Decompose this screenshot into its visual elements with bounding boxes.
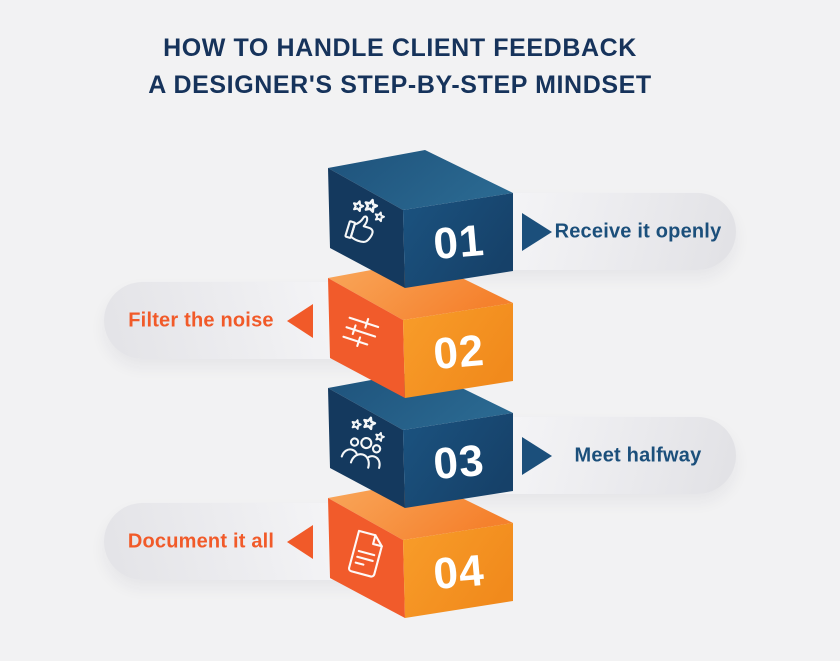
step-3-box: 03 — [328, 370, 513, 508]
arrow-left-icon — [287, 304, 313, 338]
step-3-label: Meet halfway — [574, 444, 702, 466]
document-icon — [348, 529, 383, 578]
step-1-label: Receive it openly — [554, 220, 722, 242]
step-2-label: Filter the noise — [128, 309, 274, 331]
step-1-number: 01 — [432, 216, 487, 269]
box-top-face — [328, 260, 513, 320]
step-4-box: 04 — [328, 480, 513, 618]
step-3-number: 03 — [432, 436, 487, 489]
box-front-face — [403, 193, 513, 288]
box-top-face — [328, 370, 513, 430]
arrow-right-icon — [522, 437, 552, 475]
step-2-box: 02 — [328, 260, 513, 398]
filter-sliders-icon — [342, 316, 380, 348]
box-front-face — [403, 303, 513, 398]
box-front-face — [403, 523, 513, 618]
people-stars-icon — [340, 414, 386, 469]
box-top-face — [328, 480, 513, 540]
page-title: HOW TO HANDLE CLIENT FEEDBACK A DESIGNER… — [0, 30, 800, 104]
box-left-face — [328, 498, 405, 618]
arrow-right-icon — [522, 213, 552, 251]
title-line-1: HOW TO HANDLE CLIENT FEEDBACK — [163, 34, 637, 62]
step-2-number: 02 — [432, 326, 487, 379]
thumbs-up-stars-icon — [344, 197, 386, 243]
box-front-face — [403, 413, 513, 508]
box-top-face — [328, 150, 513, 210]
box-left-face — [328, 278, 405, 398]
step-1-box: 01 — [328, 150, 513, 288]
title-line-2: A DESIGNER'S STEP-BY-STEP MINDSET — [148, 71, 652, 99]
step-4-number: 04 — [432, 546, 487, 599]
arrow-left-icon — [287, 525, 313, 559]
step-4-label: Document it all — [127, 530, 275, 552]
